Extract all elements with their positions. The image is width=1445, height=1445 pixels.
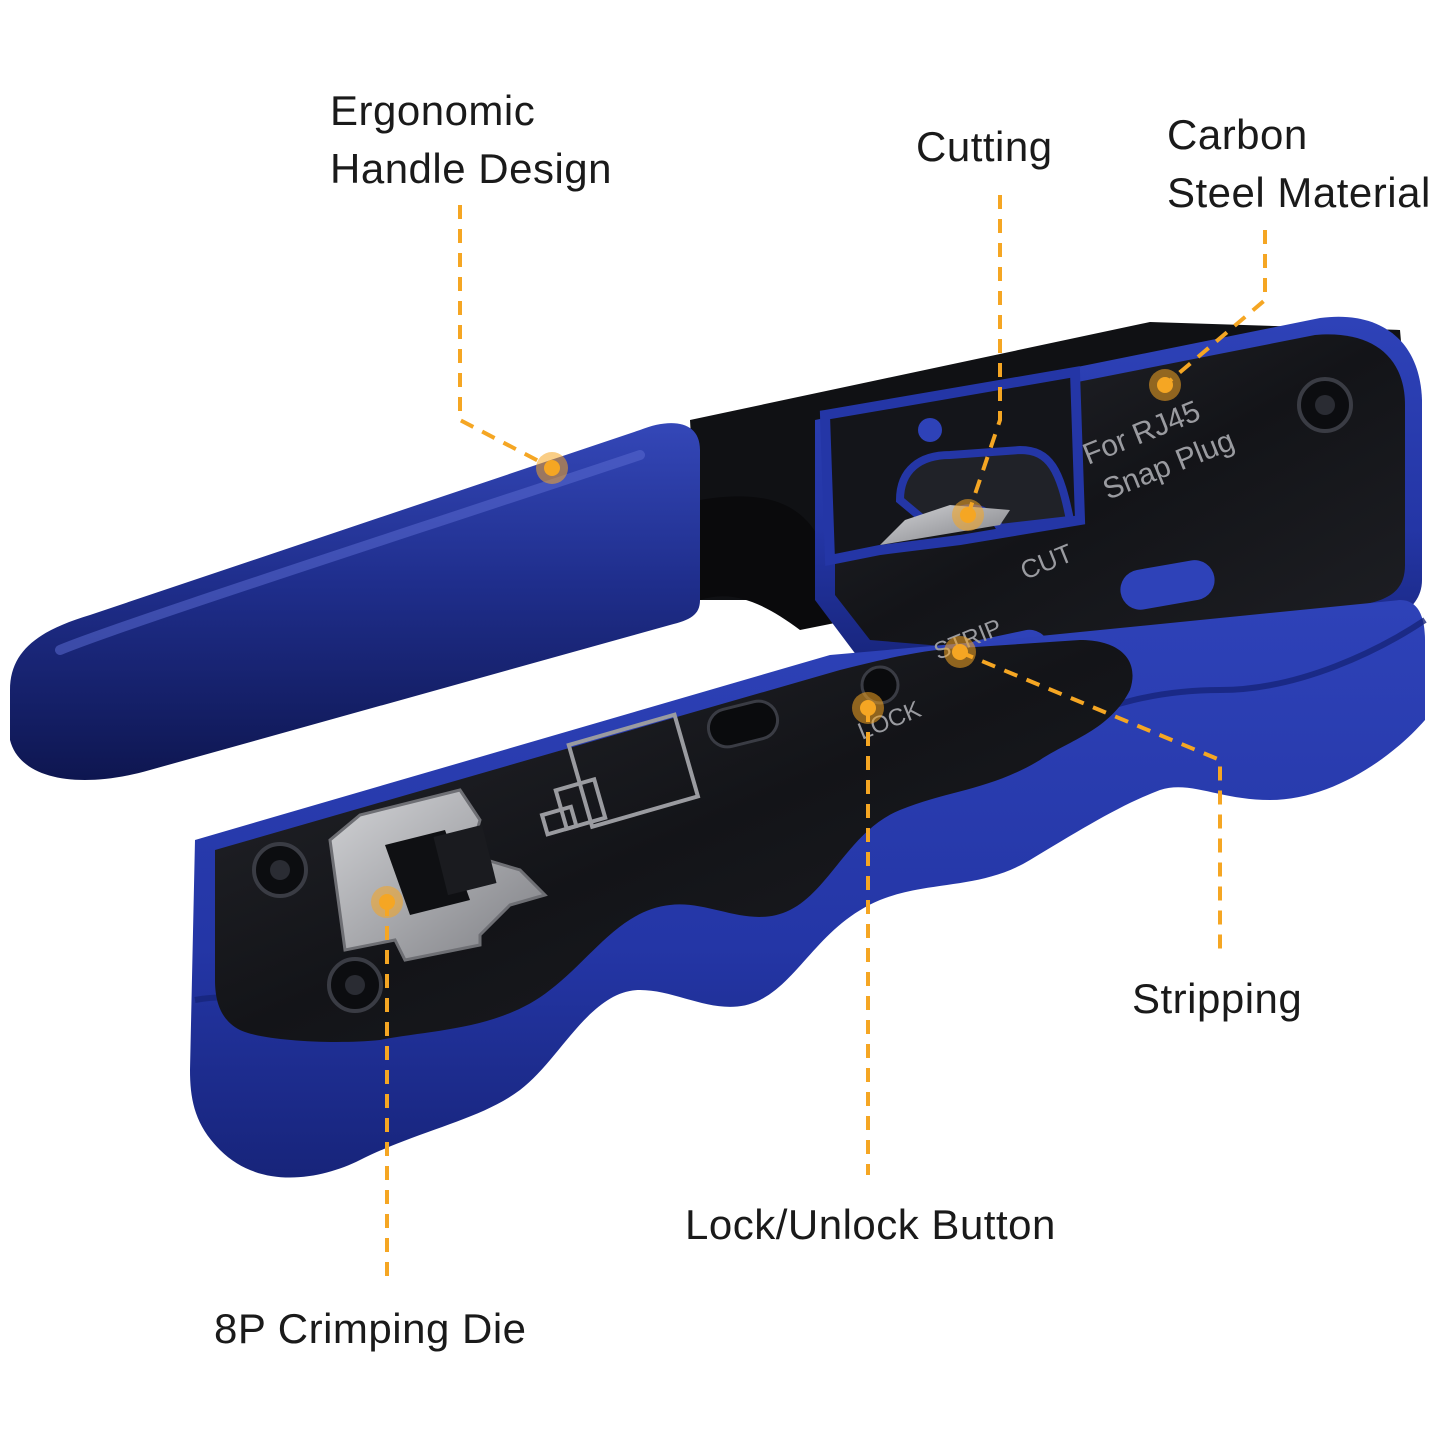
upper-handle-highlight [55, 450, 645, 655]
screw-left-top-core [270, 860, 290, 880]
screw-top-right-core [1315, 395, 1335, 415]
rj45-plug-tab [539, 804, 579, 837]
crimping-die-insert [433, 824, 497, 896]
rj45-plug-body [566, 712, 701, 830]
callout-dot-icon [544, 460, 560, 476]
leader-lines [385, 195, 1267, 1285]
callout-crimping-die: 8P Crimping Die [214, 1305, 527, 1352]
callout-ergonomic-handle: Ergonomic Handle Design [330, 87, 613, 192]
jaw-gap [700, 496, 850, 630]
cut-indicator-dot [918, 418, 942, 442]
callout-dot-icon [860, 700, 876, 716]
callout-cutting: Cutting [916, 123, 1053, 170]
screw-left-bottom-core [345, 975, 365, 995]
leader-carbon [1163, 230, 1267, 387]
callout-dot-icon [952, 644, 968, 660]
leader-ergonomic [458, 205, 553, 470]
callout-dot-icon [379, 894, 395, 910]
callout-dot-icon [960, 507, 976, 523]
callout-carbon-steel: Carbon Steel Material [1167, 111, 1431, 216]
callout-lock-button: Lock/Unlock Button [685, 1201, 1056, 1248]
callout-dot-icon [1157, 377, 1173, 393]
strip-slot-right [1120, 560, 1215, 610]
upper-handle [10, 423, 700, 780]
rj45-plug-icon [539, 712, 701, 837]
leader-cutting [966, 195, 1002, 516]
leader-stripping [959, 650, 1222, 955]
lock-slider [706, 699, 780, 749]
callout-dots [371, 369, 1181, 918]
callout-stripping: Stripping [1132, 975, 1303, 1022]
